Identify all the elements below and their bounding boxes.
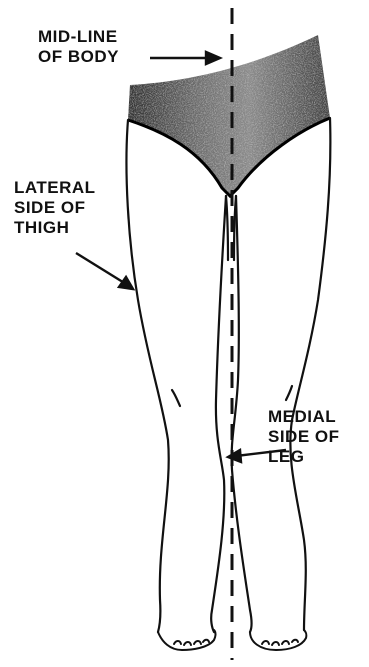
label-medial-side-of-leg: MEDIAL SIDE OF LEG [268,407,340,467]
label-lateral-line-2: SIDE OF [14,198,96,218]
label-midline-line-2: OF BODY [38,47,119,67]
label-medial-line-3: LEG [268,447,340,467]
label-medial-line-2: SIDE OF [268,427,340,447]
label-lateral-line-3: THIGH [14,218,96,238]
label-midline-line-1: MID-LINE [38,27,119,47]
label-lateral-side-of-thigh: LATERAL SIDE OF THIGH [14,178,96,238]
label-lateral-line-1: LATERAL [14,178,96,198]
label-medial-line-1: MEDIAL [268,407,340,427]
label-midline-of-body: MID-LINE OF BODY [38,27,119,67]
